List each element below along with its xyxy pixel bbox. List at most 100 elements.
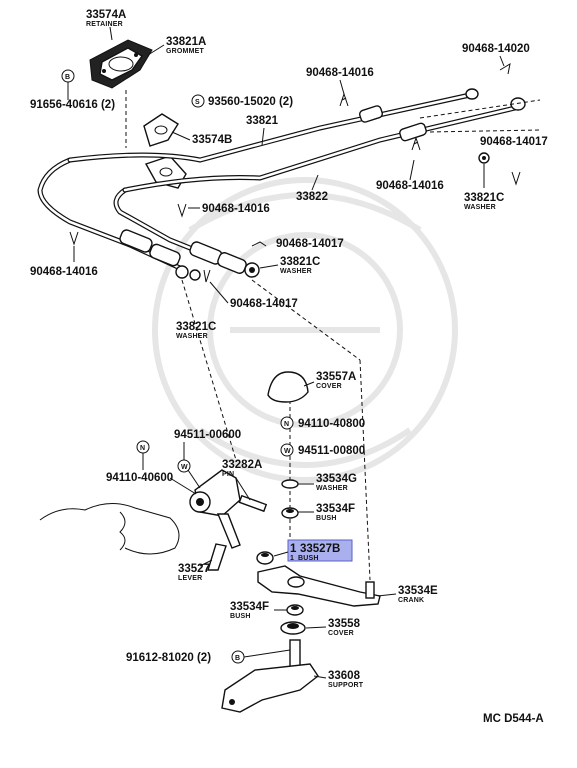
part-desc: WASHER [316, 485, 348, 492]
part-number: 94511-00600 [174, 429, 241, 441]
part-number: 94110-40600 [106, 472, 173, 484]
part-number: 90468-14016 [376, 180, 444, 192]
label-94511-00600: 94511-00600 [174, 429, 241, 460]
part-number: 91612-81020 (2) [126, 652, 211, 664]
label-94110-40600: 94110-40600 [106, 472, 197, 495]
part-number: 94511-00800 [298, 445, 365, 457]
label-33534f-top: 33534F BUSH [298, 503, 355, 522]
part-desc: WASHER [176, 333, 208, 340]
part-number: 90468-14016 [306, 67, 374, 79]
label-33534g: 33534G WASHER [298, 473, 357, 492]
cable-end-fittings [119, 88, 526, 279]
washer-33534g [281, 479, 299, 489]
part-number: 33557A [316, 371, 356, 383]
part-number: 33534F [316, 503, 355, 515]
highlight-box [287, 539, 353, 562]
part-number: 33574B [192, 134, 232, 146]
watermark-emblem [152, 177, 458, 483]
bush-33534f-low [286, 604, 304, 616]
part-number: 90468-14016 [30, 266, 98, 278]
badge-n-icon: N [284, 421, 289, 428]
part-number: 33282A [222, 459, 262, 471]
part-desc: RETAINER [86, 21, 123, 28]
label-33527b-highlighted[interactable]: 1 33527B 1 BUSH [273, 539, 353, 562]
bush-33534f-top [281, 507, 299, 519]
label-91612-81020: 91612-81020 (2) B [126, 649, 291, 664]
retainer-grommet-assembly [89, 39, 153, 148]
part-number: 33821A [166, 36, 206, 48]
figure-code: MC D544-A [483, 713, 544, 725]
part-number: 33822 [296, 191, 328, 203]
label-94511-00800: W 94511-00800 [280, 443, 365, 457]
bush-33527b [256, 551, 274, 565]
badge-w-icon: W [284, 448, 291, 455]
label-93560-15020: S 93560-15020 (2) [191, 94, 293, 108]
part-number: 90468-14017 [230, 298, 298, 310]
part-desc: WASHER [464, 204, 496, 211]
label-w-badge-left: W [177, 459, 201, 489]
label-90468-14017-right: 90468-14017 [480, 136, 548, 148]
label-90468-14016-mid: 90468-14016 [376, 159, 444, 192]
part-desc: GROMMET [166, 48, 204, 55]
part-desc: COVER [328, 630, 354, 637]
cover-33557a [267, 371, 309, 403]
label-33534f-low: 33534F BUSH [230, 601, 287, 620]
part-number: 33527B [300, 543, 340, 555]
label-33821c-mid: 33821C WASHER [259, 256, 320, 275]
part-desc: CRANK [398, 597, 424, 604]
label-33558: 33558 COVER [305, 618, 361, 637]
part-number: 33821C [464, 192, 504, 204]
label-33608: 33608 SUPPORT [313, 670, 364, 689]
part-desc: BUSH [316, 515, 337, 522]
label-33527: 33527 LEVER [178, 559, 213, 582]
assembly-lines [181, 99, 541, 581]
badge-w-icon: W [181, 464, 188, 471]
label-90468-14020: 90468-14020 [462, 43, 530, 67]
part-number: 33574A [86, 9, 126, 21]
part-number: 93560-15020 (2) [208, 96, 293, 108]
label-90468-14016-left2: 90468-14016 [188, 203, 270, 215]
label-90468-14017-low: 90468-14017 [209, 281, 298, 310]
part-number: 33821C [280, 256, 320, 268]
label-33821a: 33821A GROMMET [147, 36, 206, 56]
label-33574b: 33574B [171, 131, 232, 146]
lever-33527 [189, 469, 268, 571]
label-90468-14016-left: 90468-14016 [30, 246, 98, 278]
part-number: 94110-40800 [298, 418, 365, 430]
part-number: 33821C [176, 321, 216, 333]
part-desc: COVER [316, 383, 342, 390]
label-33557a: 33557A COVER [303, 371, 356, 390]
select-cable-33822 [113, 105, 518, 271]
label-33821c-right: 33821C WASHER [464, 164, 504, 211]
quantity: 1 [290, 543, 297, 555]
support-33608 [221, 639, 319, 713]
part-desc: LEVER [178, 575, 202, 582]
label-90468-14016-top: 90468-14016 [306, 67, 374, 95]
label-94110-40800: N 94110-40800 [280, 416, 365, 430]
label-33821: 33821 [246, 115, 279, 146]
badge-b-icon: B [235, 655, 240, 662]
part-number: 90468-14017 [276, 238, 344, 250]
part-number: 90468-14020 [462, 43, 530, 55]
part-number: 33608 [328, 670, 361, 682]
clip-icons [69, 62, 521, 283]
part-number: 33534F [230, 601, 269, 613]
part-number: 91656-40616 (2) [30, 99, 115, 111]
part-desc: BUSH [230, 613, 251, 620]
part-number: 33534E [398, 585, 438, 597]
cover-33558 [280, 621, 306, 635]
part-desc: BUSH [298, 555, 319, 562]
part-desc: WASHER [280, 268, 312, 275]
badge-b-icon: B [65, 74, 70, 81]
label-33821c-left: 33821C WASHER [176, 321, 216, 340]
part-number: 33534G [316, 473, 357, 485]
label-n-badge-left: N [136, 440, 150, 470]
badge-n-icon: N [140, 445, 145, 452]
label-33534e: 33534E CRANK [377, 585, 438, 604]
label-90468-14017-mid: 90468-14017 [276, 238, 344, 250]
part-desc: PIN [222, 471, 234, 478]
part-number: 90468-14017 [480, 136, 548, 148]
label-33574a: 33574A RETAINER [86, 9, 126, 41]
part-number: 90468-14016 [202, 203, 270, 215]
